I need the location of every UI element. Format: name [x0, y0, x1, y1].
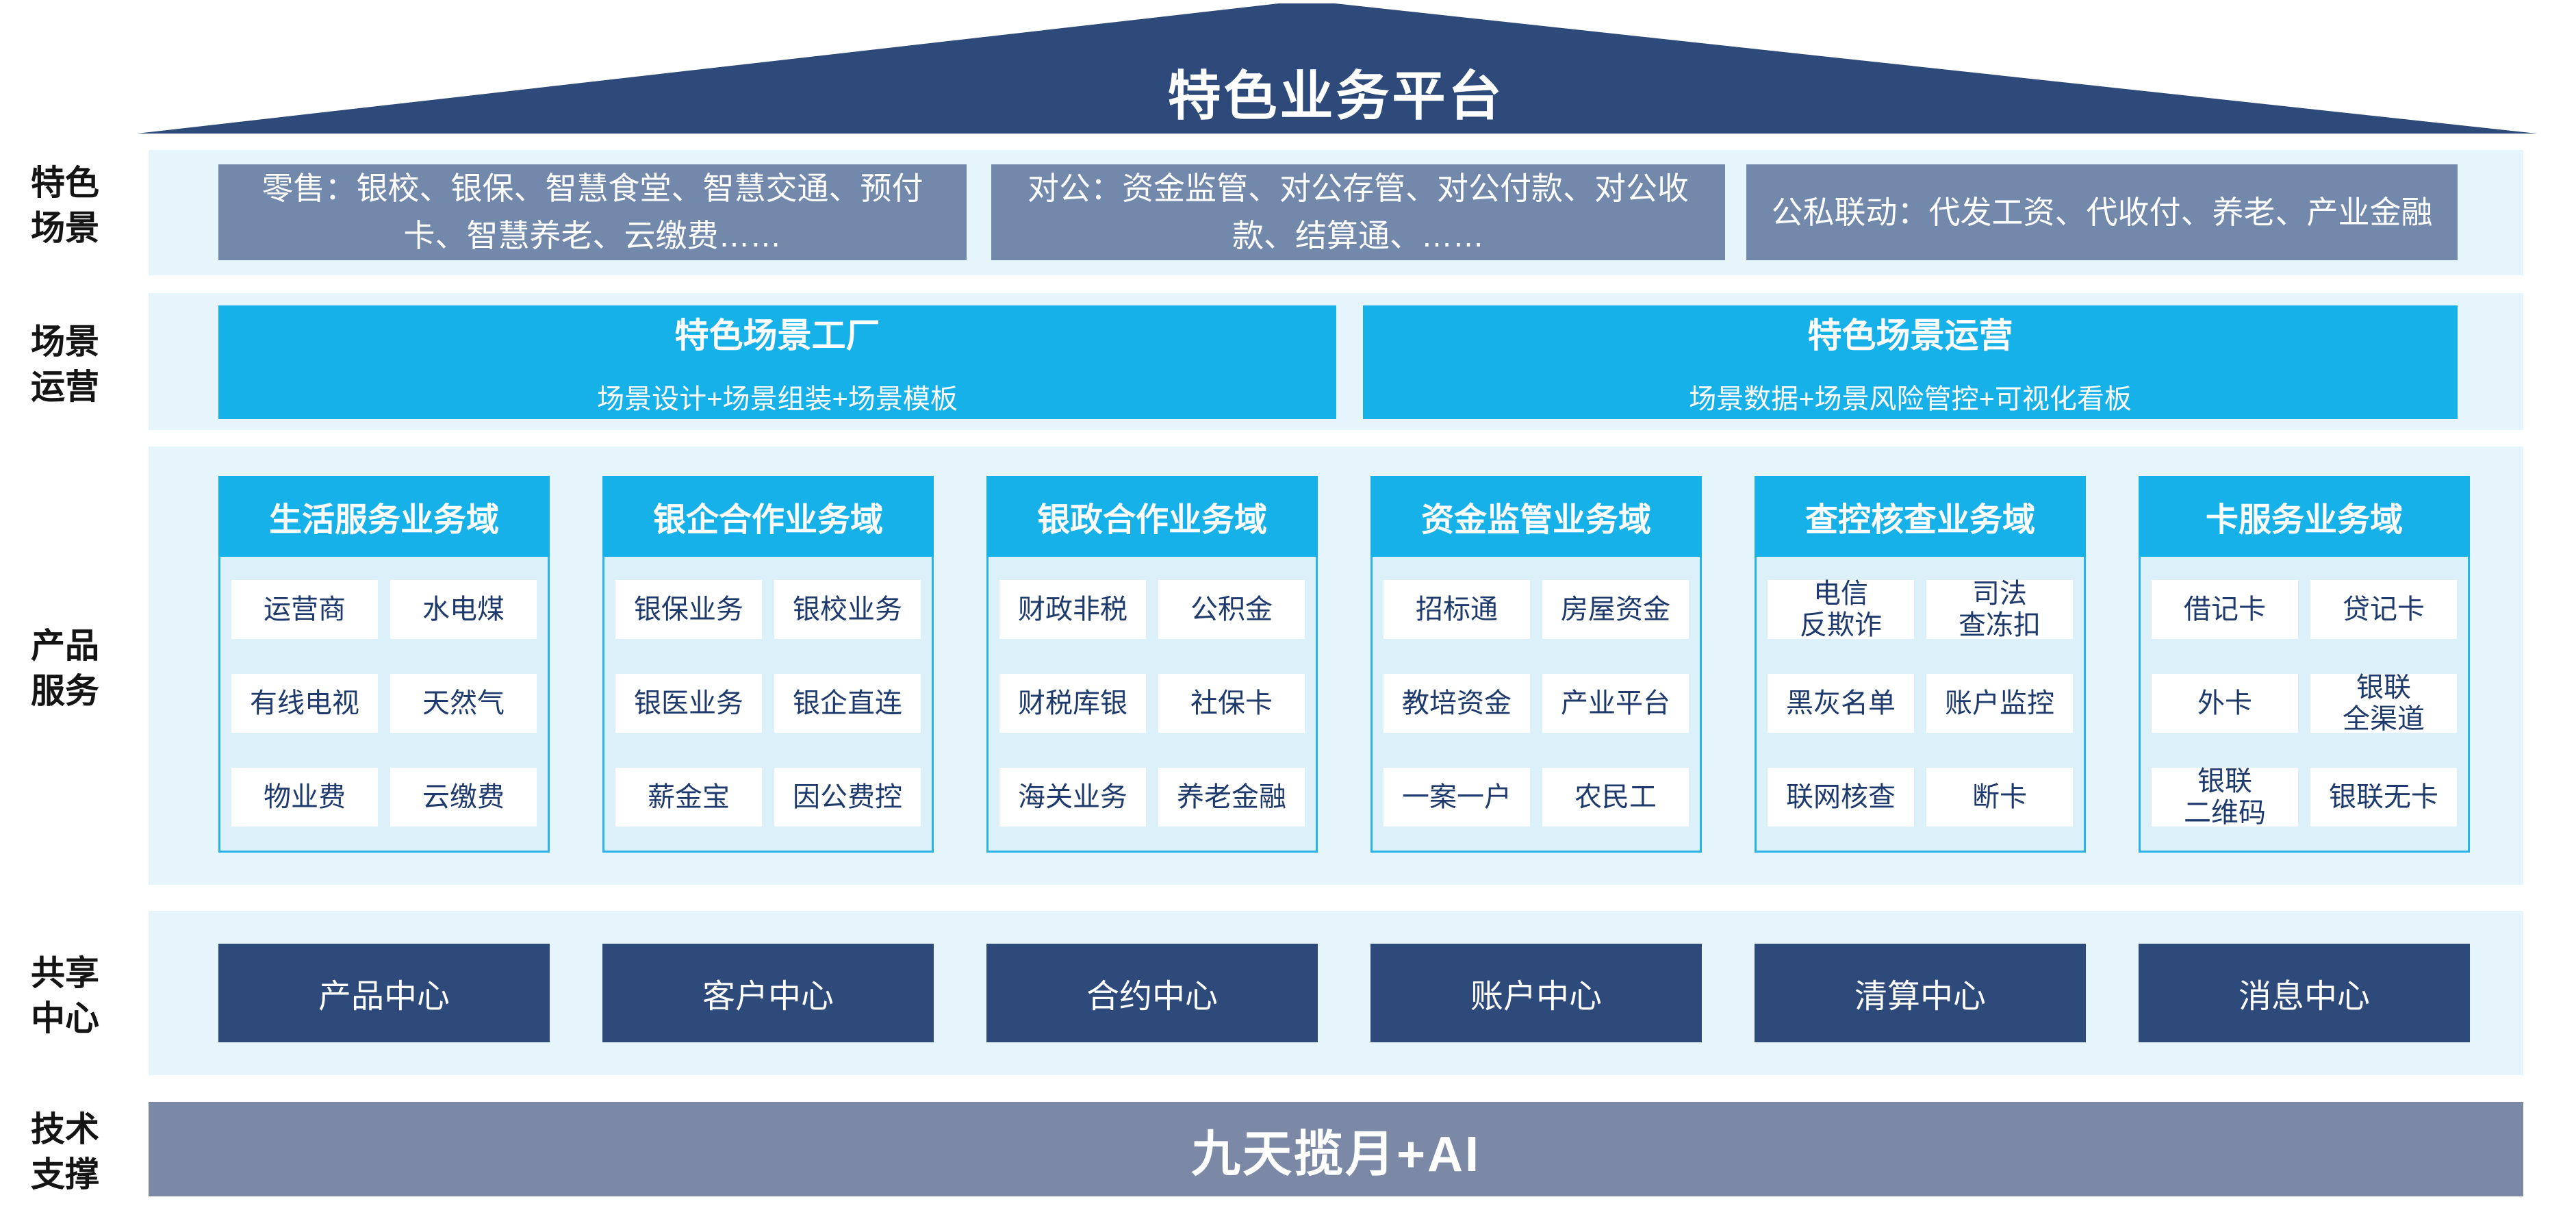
product-cell: 养老金融	[1158, 768, 1305, 827]
product-cell: 财政非税	[999, 580, 1146, 639]
product-cell: 黑灰名单	[1768, 674, 1914, 733]
product-column-body: 借记卡 贷记卡 外卡 银联 全渠道 银联 二维码 银联无卡	[2139, 557, 2470, 853]
product-cell: 产业平台	[1542, 674, 1689, 733]
side-label-shared: 共享 中心	[31, 954, 99, 1038]
product-cell: 联网核查	[1768, 768, 1914, 827]
product-column-body: 财政非税 公积金 财税库银 社保卡 海关业务 养老金融	[986, 557, 1318, 853]
product-cell: 水电煤	[390, 580, 537, 639]
shared-center-contract: 合约中心	[986, 944, 1318, 1042]
product-cell: 薪金宝	[615, 768, 762, 827]
product-cell: 海关业务	[999, 768, 1146, 827]
operation-box-subtitle: 场景设计+场景组装+场景模板	[597, 384, 958, 414]
product-cell: 电信 反欺诈	[1768, 579, 1914, 640]
operation-box-title: 特色场景运营	[1807, 316, 2013, 355]
product-cell: 借记卡	[2152, 580, 2298, 639]
scene-box-retail: 零售：银校、银保、智慧食堂、智慧交通、预付卡、智慧养老、云缴费……	[218, 164, 967, 260]
product-cell: 招标通	[1383, 580, 1530, 639]
product-cell: 银医业务	[615, 674, 762, 733]
product-cell: 账户监控	[1926, 674, 2073, 733]
side-label-tech: 技术 支撑	[31, 1110, 99, 1194]
product-cell: 贷记卡	[2310, 580, 2457, 639]
side-label-products: 产品 服务	[31, 627, 99, 710]
operation-box-operations: 特色场景运营 场景数据+场景风险管控+可视化看板	[1363, 305, 2458, 419]
product-cell: 银联 二维码	[2152, 766, 2298, 828]
product-cell: 农民工	[1542, 768, 1689, 827]
roof-shape	[137, 3, 2537, 134]
scene-box-public-private: 公私联动：代发工资、代收付、养老、产业金融	[1746, 164, 2458, 260]
product-column-header: 资金监管业务域	[1370, 476, 1702, 557]
tech-support-bar: 九天揽月+AI	[149, 1102, 2523, 1196]
operation-box-title: 特色场景工厂	[674, 316, 880, 355]
product-cell: 公积金	[1158, 580, 1305, 639]
product-column-header: 卡服务业务域	[2139, 476, 2470, 557]
product-column-header: 银企合作业务域	[602, 476, 934, 557]
product-cell: 银联 全渠道	[2310, 672, 2457, 734]
product-cell: 一案一户	[1383, 768, 1530, 827]
shared-center-message: 消息中心	[2139, 944, 2470, 1042]
product-cell: 财税库银	[999, 674, 1146, 733]
product-cell: 银联无卡	[2310, 768, 2457, 827]
product-column-body: 运营商 水电煤 有线电视 天然气 物业费 云缴费	[218, 557, 550, 853]
product-cell: 司法 查冻扣	[1926, 579, 2073, 640]
side-label-scenes: 特色 场景	[31, 164, 99, 247]
shared-center-clearing: 清算中心	[1755, 944, 2086, 1042]
product-cell: 有线电视	[231, 674, 378, 733]
shared-center-product: 产品中心	[218, 944, 550, 1042]
scene-box-corporate: 对公：资金监管、对公存管、对公付款、对公收款、结算通、……	[991, 164, 1725, 260]
side-label-operation: 场景 运营	[31, 323, 99, 406]
product-cell: 云缴费	[390, 768, 537, 827]
product-cell: 运营商	[231, 580, 378, 639]
product-cell: 社保卡	[1158, 674, 1305, 733]
product-column-body: 电信 反欺诈 司法 查冻扣 黑灰名单 账户监控 联网核查 断卡	[1755, 557, 2086, 853]
product-cell: 银企直连	[774, 674, 921, 733]
product-cell: 外卡	[2152, 674, 2298, 733]
shared-center-customer: 客户中心	[602, 944, 934, 1042]
product-column-body: 招标通 房屋资金 教培资金 产业平台 一案一户 农民工	[1370, 557, 1702, 853]
product-cell: 因公费控	[774, 768, 921, 827]
operation-box-subtitle: 场景数据+场景风险管控+可视化看板	[1689, 384, 2132, 414]
product-column-body: 银保业务 银校业务 银医业务 银企直连 薪金宝 因公费控	[602, 557, 934, 853]
operation-box-factory: 特色场景工厂 场景设计+场景组装+场景模板	[218, 305, 1336, 419]
product-column-header: 查控核查业务域	[1755, 476, 2086, 557]
product-cell: 银校业务	[774, 580, 921, 639]
product-cell: 断卡	[1926, 768, 2073, 827]
page-title: 特色业务平台	[1167, 66, 1505, 126]
shared-center-account: 账户中心	[1370, 944, 1702, 1042]
product-column-header: 生活服务业务域	[218, 476, 550, 557]
product-cell: 物业费	[231, 768, 378, 827]
product-cell: 银保业务	[615, 580, 762, 639]
product-cell: 教培资金	[1383, 674, 1530, 733]
product-cell: 房屋资金	[1542, 580, 1689, 639]
product-cell: 天然气	[390, 674, 537, 733]
product-column-header: 银政合作业务域	[986, 476, 1318, 557]
